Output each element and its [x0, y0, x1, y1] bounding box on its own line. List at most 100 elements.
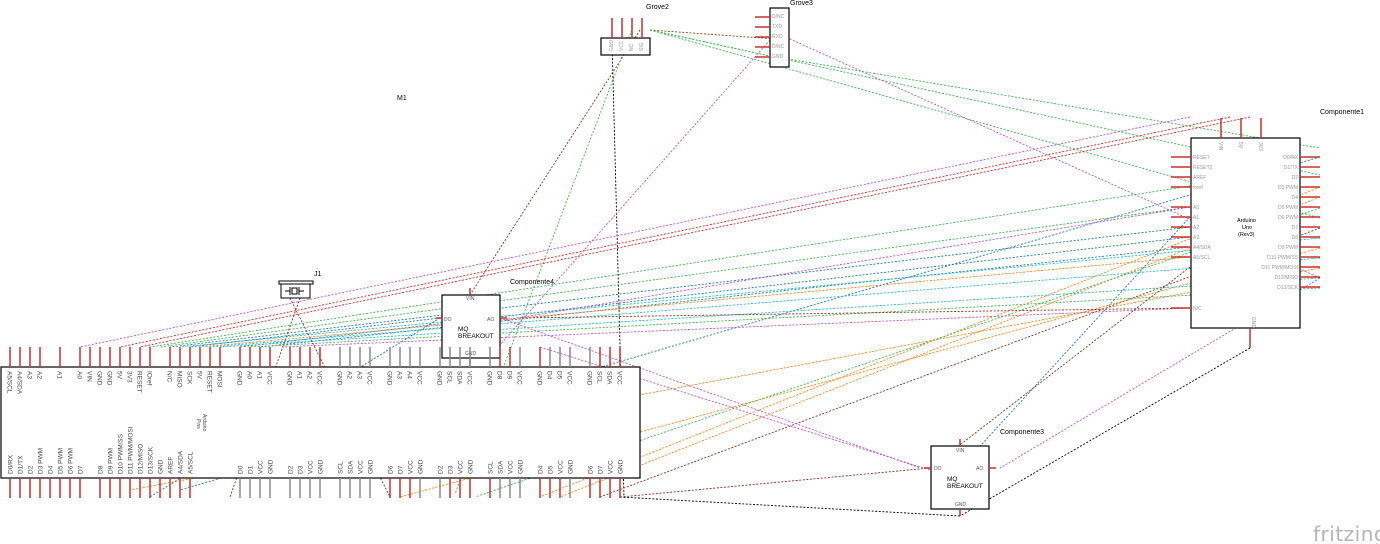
componente1-rev: (Rev3) — [1238, 232, 1255, 238]
pin-label: VCC — [366, 371, 373, 385]
componente3-part[interactable]: Componente3 VIN DO AO GND MQ BREAKOUT — [924, 429, 1044, 516]
pin-label: SDA — [498, 460, 505, 474]
wire[interactable] — [519, 307, 1191, 319]
pin-label: SCL — [596, 371, 603, 384]
pin-label: A3 — [396, 371, 403, 379]
wire[interactable] — [469, 29, 641, 296]
pin-label: MISO — [176, 371, 183, 388]
pin-label: D0/RX — [1283, 155, 1298, 161]
wire[interactable] — [504, 206, 1191, 321]
pin-label: 5V — [116, 371, 123, 380]
grove2-pin-label: NC — [629, 43, 635, 51]
wire[interactable] — [209, 257, 1321, 348]
pin-label: SDA — [348, 460, 355, 474]
wire[interactable] — [119, 116, 1231, 348]
wire[interactable] — [159, 206, 1191, 348]
pin-label: D13/SCK — [148, 446, 155, 474]
componente4-do: DO — [444, 317, 452, 323]
wire[interactable] — [199, 256, 1191, 348]
grove3-pin-label: TXD — [772, 24, 782, 30]
wire[interactable] — [929, 266, 1191, 469]
wire[interactable] — [619, 496, 961, 517]
shield-center-label2: Pins — [195, 419, 201, 429]
componente4-part[interactable]: Componente4 VIN DO AO GND MQ BREAKOUT — [436, 279, 554, 366]
wire[interactable] — [189, 317, 441, 348]
componente1-left-pins: RESETRESET2AREFiorefA0A1A2A3A4/SDAA5/SCL… — [1171, 155, 1213, 312]
componente3-name2: BREAKOUT — [947, 483, 983, 490]
componente1-bottom-pins: GND — [1249, 317, 1256, 348]
pin-label: RESET — [206, 371, 213, 393]
wire[interactable] — [149, 185, 1191, 348]
pin-label: D2 — [28, 465, 35, 474]
wire[interactable] — [499, 39, 771, 346]
wire[interactable] — [959, 347, 1251, 517]
pin-label: A3 — [26, 371, 33, 379]
wire[interactable] — [499, 317, 921, 469]
pin-label: VIN — [86, 371, 93, 382]
pin-label: VCC — [558, 460, 565, 474]
pin-label: A0 — [1193, 205, 1199, 211]
wire[interactable] — [539, 186, 1321, 498]
wire[interactable] — [474, 207, 1321, 498]
componente1-name: Arduino — [1237, 218, 1256, 224]
pin-label: A2 — [306, 371, 313, 379]
grove2-pins — [611, 18, 643, 38]
pin-label: GND — [618, 459, 625, 474]
wire[interactable] — [619, 467, 931, 498]
wire[interactable] — [239, 236, 1191, 348]
wire[interactable] — [769, 55, 1321, 149]
componente4-ao: AO — [487, 317, 494, 323]
pin-label: D7 — [598, 465, 605, 474]
wire[interactable] — [179, 237, 1321, 348]
pin-label: D3 PWM — [1278, 185, 1298, 191]
pin-label: D3 — [448, 465, 455, 474]
wire[interactable] — [249, 287, 1321, 348]
grove2-label: Grove2 — [646, 4, 669, 11]
pin-label: A0 — [76, 371, 83, 379]
pin-label: GND — [236, 371, 243, 386]
pin-label: VCC — [466, 371, 473, 385]
wire[interactable] — [169, 226, 1191, 348]
pin-label: GND — [518, 459, 525, 474]
pin-label: GND — [106, 371, 113, 386]
wires — [79, 29, 1321, 517]
wire[interactable] — [219, 277, 1321, 348]
wire[interactable] — [399, 247, 1321, 498]
pin-label: ioref — [1193, 185, 1203, 191]
grove2-part[interactable]: Grove2 GND VCC NC SIG — [600, 4, 669, 56]
pin-label: D13/SCK — [1277, 285, 1299, 291]
j1-part[interactable]: J1 — [278, 271, 322, 299]
sheet-title: M1 — [397, 95, 407, 102]
wire[interactable] — [279, 307, 1191, 348]
pin-label: VCC — [616, 371, 623, 385]
pin-label: D10 PWM/SS — [1267, 255, 1299, 261]
pin-label: GND — [468, 459, 475, 474]
battery-symbol-icon — [285, 287, 304, 295]
wire[interactable] — [139, 116, 1251, 348]
wire[interactable] — [559, 196, 1321, 498]
pin-label: VCC — [308, 460, 315, 474]
pin-label: A2 — [36, 371, 43, 379]
pin-label: SDA — [456, 371, 463, 385]
pin-label: D1/TX — [1284, 165, 1299, 171]
pin-label: VCC — [458, 460, 465, 474]
wire[interactable] — [959, 216, 1191, 469]
wire[interactable] — [79, 116, 1191, 348]
pin-label: MOSI — [216, 371, 223, 388]
pin-label: D11 PWM/MOSI — [1261, 265, 1298, 271]
pin-label: GND — [158, 459, 165, 474]
pin-label: 3V3 — [1257, 142, 1263, 151]
grove3-part[interactable]: Grove3 D/NC TXD RXD D/NC GND — [755, 0, 813, 68]
pin-label: SDA — [606, 371, 613, 385]
wire[interactable] — [649, 29, 1321, 176]
grove3-pin-label: D/NC — [772, 14, 785, 20]
pin-label: AREF — [168, 457, 175, 474]
pin-label: A4 — [406, 371, 413, 379]
pin-label: RESET — [1193, 155, 1210, 161]
componente1-name2: Uno — [1242, 225, 1252, 231]
wire[interactable] — [649, 29, 791, 41]
pin-label: GND — [336, 371, 343, 386]
